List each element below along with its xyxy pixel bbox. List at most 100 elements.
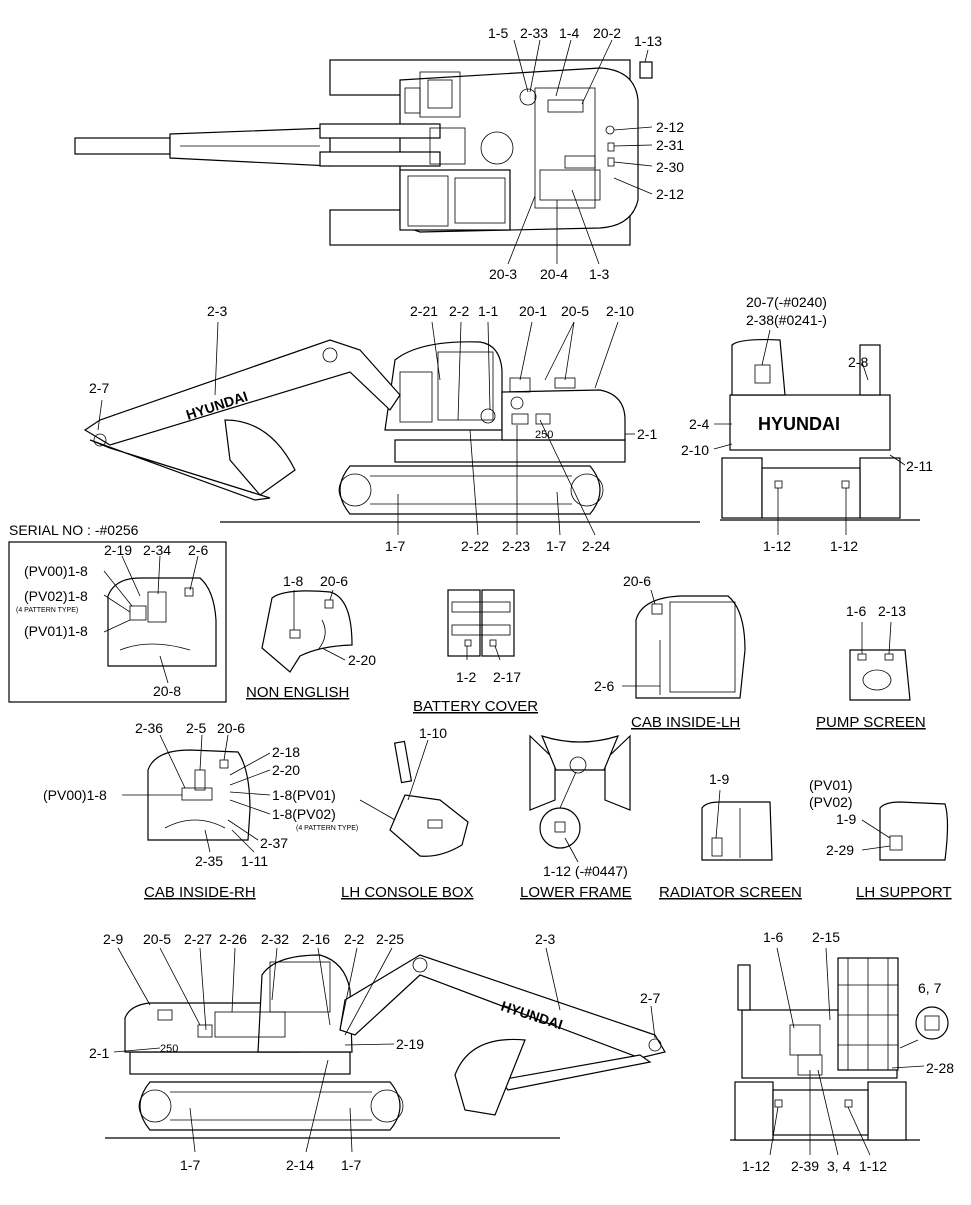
label-2-20: 2-20 (348, 652, 376, 668)
label-20-6: 20-6 (217, 720, 245, 736)
label-2-29: 2-29 (826, 842, 854, 858)
label-2-6: 2-6 (188, 542, 208, 558)
label-1-12: 1-12 (859, 1158, 887, 1174)
label-2-5: 2-5 (186, 720, 206, 736)
label-1-7: 1-7 (385, 538, 405, 554)
battery-cover-caption: BATTERY COVER (413, 698, 538, 715)
label-pv00-1-8: (PV00)1-8 (24, 563, 88, 579)
cab-inside-lh-caption: CAB INSIDE-LH (631, 714, 740, 731)
label-2-1: 2-1 (637, 426, 657, 442)
label-1-2: 1-2 (456, 669, 476, 685)
label-2-16: 2-16 (302, 931, 330, 947)
label-2-10: 2-10 (681, 442, 709, 458)
side-view-right: 250 HYUNDAI 2-9 20-5 2-27 2-26 2-32 2-16… (89, 931, 666, 1173)
label-2-4: 2-4 (689, 416, 709, 432)
label-20-2: 20-2 (593, 25, 621, 41)
label-2-24: 2-24 (582, 538, 610, 554)
label-2-8: 2-8 (848, 354, 868, 370)
label-1-12: 1-12 (-#0447) (543, 863, 628, 879)
label-2-38: 2-38(#0241-) (746, 312, 827, 328)
lh-support-panel: (PV01) (PV02) 1-9 2-29 LH SUPPORT (809, 777, 952, 901)
label-20-5: 20-5 (561, 303, 589, 319)
non-english-caption: NON ENGLISH (246, 684, 349, 701)
pump-screen-panel: 1-6 2-13 PUMP SCREEN (816, 603, 926, 731)
label-2-9: 2-9 (103, 931, 123, 947)
label-1-1: 1-1 (478, 303, 498, 319)
side-view-left: 250 HYUNDAI 2-3 2-7 2-21 2-2 1-1 20-1 20… (83, 303, 700, 554)
lower-frame-caption: LOWER FRAME (520, 884, 632, 901)
label-1-3: 1-3 (589, 266, 609, 282)
label-pattern-type: (4 PATTERN TYPE) (16, 607, 78, 614)
top-view: 1-5 2-33 1-4 20-2 1-13 2-12 2-31 2-30 2-… (74, 25, 684, 282)
label-2-17: 2-17 (493, 669, 521, 685)
label-1-6: 1-6 (763, 929, 783, 945)
label-2-10: 2-10 (606, 303, 634, 319)
label-2-12: 2-12 (656, 186, 684, 202)
label-2-18: 2-18 (272, 744, 300, 760)
label-2-35: 2-35 (195, 853, 223, 869)
label-20-6: 20-6 (320, 573, 348, 589)
label-2-12: 2-12 (656, 119, 684, 135)
label-pv00-1-8: (PV00)1-8 (43, 787, 107, 803)
label-1-13: 1-13 (634, 33, 662, 49)
label-1-5: 1-5 (488, 25, 508, 41)
label-1-12: 1-12 (830, 538, 858, 554)
label-1-8-pv02: 1-8(PV02) (272, 806, 336, 822)
label-20-5: 20-5 (143, 931, 171, 947)
label-2-37: 2-37 (260, 835, 288, 851)
label-1-8: 1-8 (283, 573, 303, 589)
label-1-8-pv01: 1-8(PV01) (272, 787, 336, 803)
lh-console-panel: 1-10 LH CONSOLE BOX (341, 725, 474, 901)
label-2-23: 2-23 (502, 538, 530, 554)
label-1-12: 1-12 (742, 1158, 770, 1174)
label-2-32: 2-32 (261, 931, 289, 947)
label-1-9: 1-9 (836, 811, 856, 827)
label-2-33: 2-33 (520, 25, 548, 41)
label-1-6: 1-6 (846, 603, 866, 619)
lower-frame-panel: 1-12 (-#0447) LOWER FRAME (520, 734, 632, 901)
non-english-panel: 1-8 20-6 2-20 NON ENGLISH (246, 573, 376, 701)
front-view: 1-6 2-15 6, 7 2-28 1-12 2-39 3, 4 1-12 (730, 929, 954, 1174)
label-2-25: 2-25 (376, 931, 404, 947)
pump-screen-caption: PUMP SCREEN (816, 714, 926, 731)
model-badge: 250 (535, 429, 553, 441)
radiator-screen-caption: RADIATOR SCREEN (659, 884, 802, 901)
label-1-7: 1-7 (180, 1157, 200, 1173)
label-20-3: 20-3 (489, 266, 517, 282)
label-2-22: 2-22 (461, 538, 489, 554)
label-1-12: 1-12 (763, 538, 791, 554)
label-20-1: 20-1 (519, 303, 547, 319)
label-2-28: 2-28 (926, 1060, 954, 1076)
label-1-10: 1-10 (419, 725, 447, 741)
label-1-4: 1-4 (559, 25, 579, 41)
label-2-20: 2-20 (272, 762, 300, 778)
label-pv02: (PV02) (809, 794, 853, 810)
label-pv01-1-8: (PV01)1-8 (24, 623, 88, 639)
label-2-7: 2-7 (89, 380, 109, 396)
label-2-34: 2-34 (143, 542, 171, 558)
battery-cover-panel: 1-2 2-17 BATTERY COVER (413, 589, 538, 715)
cab-inside-rh-caption: CAB INSIDE-RH (144, 884, 256, 901)
label-1-7: 1-7 (546, 538, 566, 554)
label-pv02-1-8: (PV02)1-8 (24, 588, 88, 604)
label-2-36: 2-36 (135, 720, 163, 736)
label-20-4: 20-4 (540, 266, 568, 282)
serial-box: SERIAL NO : -#0256 2-19 2-34 2-6 (PV00)1… (8, 522, 227, 703)
label-3-4: 3, 4 (827, 1158, 851, 1174)
label-2-6: 2-6 (594, 678, 614, 694)
label-2-27: 2-27 (184, 931, 212, 947)
label-2-11: 2-11 (906, 458, 933, 474)
label-2-30: 2-30 (656, 159, 684, 175)
cab-inside-rh-panel: 2-36 2-5 20-6 2-18 2-20 (PV00)1-8 1-8(PV… (43, 720, 358, 901)
rear-view: HYUNDAI 20-7(-#0240) 2-38(#0241-) 2-8 2-… (681, 294, 933, 554)
label-2-31: 2-31 (656, 137, 684, 153)
label-2-21: 2-21 (410, 303, 438, 319)
label-2-15: 2-15 (812, 929, 840, 945)
label-2-7: 2-7 (640, 990, 660, 1006)
label-2-14: 2-14 (286, 1157, 314, 1173)
label-20-8: 20-8 (153, 683, 181, 699)
label-pv01: (PV01) (809, 777, 853, 793)
label-2-19: 2-19 (396, 1036, 424, 1052)
cab-inside-lh-panel: 20-6 2-6 CAB INSIDE-LH (594, 573, 746, 731)
